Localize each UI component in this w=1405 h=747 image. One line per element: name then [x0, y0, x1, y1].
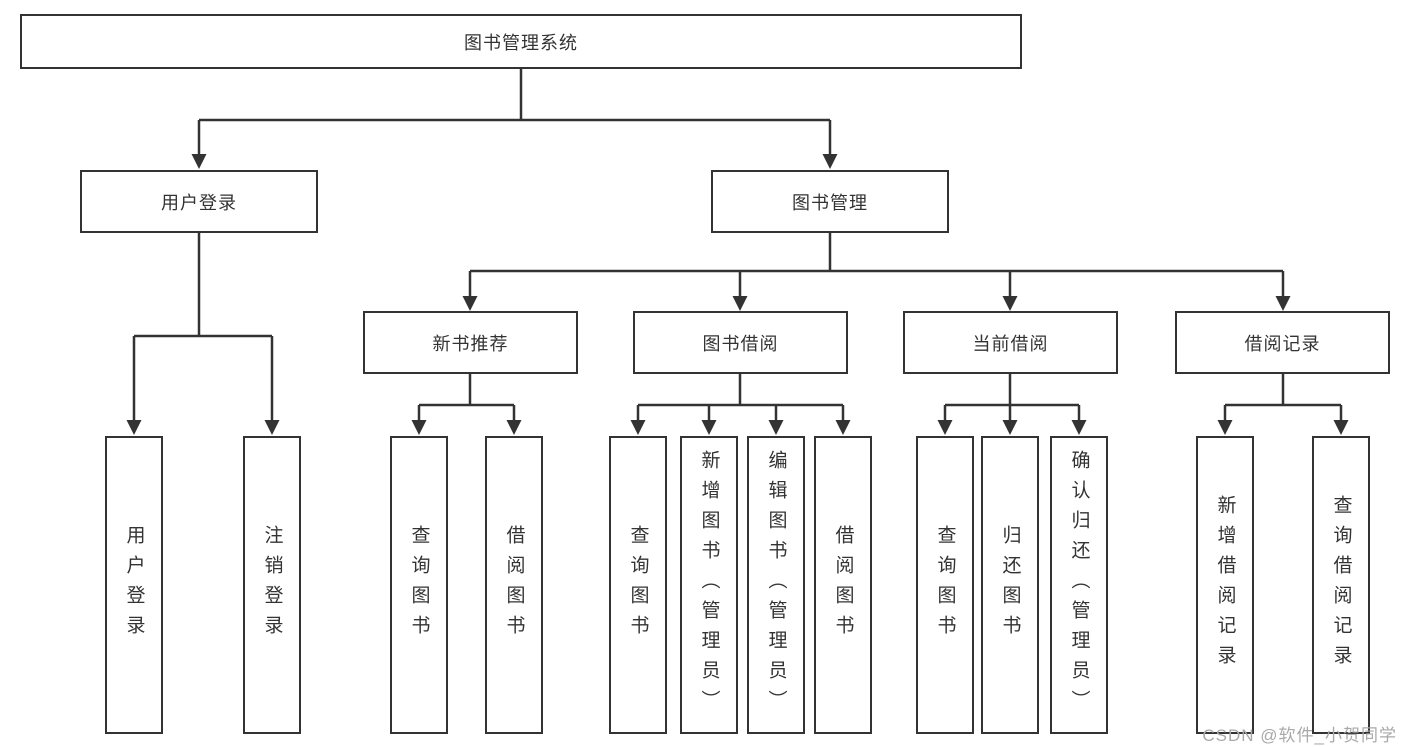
leaf-return-book: 归还图书: [981, 436, 1039, 734]
node-library-management-system: 图书管理系统: [20, 14, 1022, 69]
node-book-borrow: 图书借阅: [633, 311, 848, 374]
branch-borrow-records: [1223, 374, 1343, 422]
leaf-query-book-borrow: 查询图书: [609, 436, 667, 734]
branch-root: [197, 69, 832, 158]
leaf-user-login: 用户登录: [105, 436, 163, 734]
csdn-watermark: CSDN @软件_小贺同学: [1202, 726, 1397, 745]
leaf-add-book-admin: 新增图书（管理员）: [680, 436, 738, 734]
leaf-add-borrow-record: 新增借阅记录: [1196, 436, 1254, 734]
branch-current-borrow: [943, 374, 1081, 422]
leaf-query-book-current: 查询图书: [916, 436, 974, 734]
leaf-borrow-book-recommend: 借阅图书: [485, 436, 543, 734]
leaf-logout: 注销登录: [243, 436, 301, 734]
leaf-query-borrow-record: 查询借阅记录: [1312, 436, 1370, 734]
branch-book-borrow: [636, 374, 845, 422]
node-borrow-records: 借阅记录: [1175, 311, 1390, 374]
branch-user-login: [132, 233, 274, 422]
branch-book-management: [468, 233, 1285, 298]
node-current-borrow: 当前借阅: [903, 311, 1118, 374]
branch-new-book-recommend: [417, 374, 516, 422]
node-new-book-recommend: 新书推荐: [363, 311, 578, 374]
node-user-login: 用户登录: [80, 170, 318, 233]
leaf-confirm-return-admin: 确认归还（管理员）: [1050, 436, 1108, 734]
leaf-borrow-book: 借阅图书: [814, 436, 872, 734]
leaf-edit-book-admin: 编辑图书（管理员）: [747, 436, 805, 734]
leaf-query-book-recommend: 查询图书: [390, 436, 448, 734]
node-book-management: 图书管理: [711, 170, 949, 233]
